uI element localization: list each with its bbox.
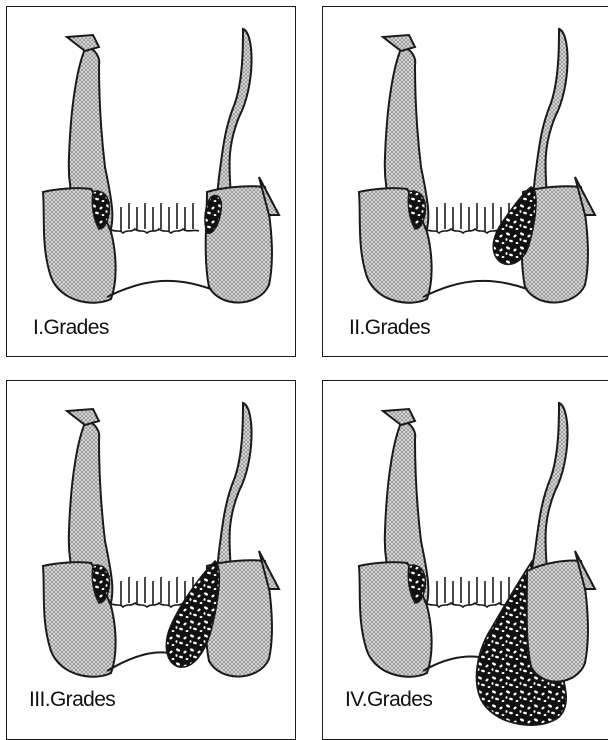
grade-label-4: IV.Grades (345, 688, 432, 712)
grade-panel-1: I.Grades (6, 6, 296, 357)
anal-canal-diagram-grade-3 (7, 381, 296, 740)
anatomy-common (43, 29, 279, 303)
anatomy-common (359, 29, 595, 303)
anatomy-common (43, 403, 279, 677)
anal-canal-diagram-grade-4 (323, 381, 608, 740)
grade-label-2: II.Grades (349, 316, 430, 340)
grade-panel-4: IV.Grades (322, 380, 608, 740)
right-sphincter (527, 560, 588, 681)
grade-label-3: III.Grades (29, 688, 115, 712)
grade-panel-2: II.Grades (322, 6, 608, 357)
grade-panel-3: III.Grades (6, 380, 296, 740)
anal-canal-diagram-grade-1 (7, 7, 296, 357)
grade-label-1: I.Grades (33, 316, 109, 340)
anal-canal-diagram-grade-2 (323, 7, 608, 357)
